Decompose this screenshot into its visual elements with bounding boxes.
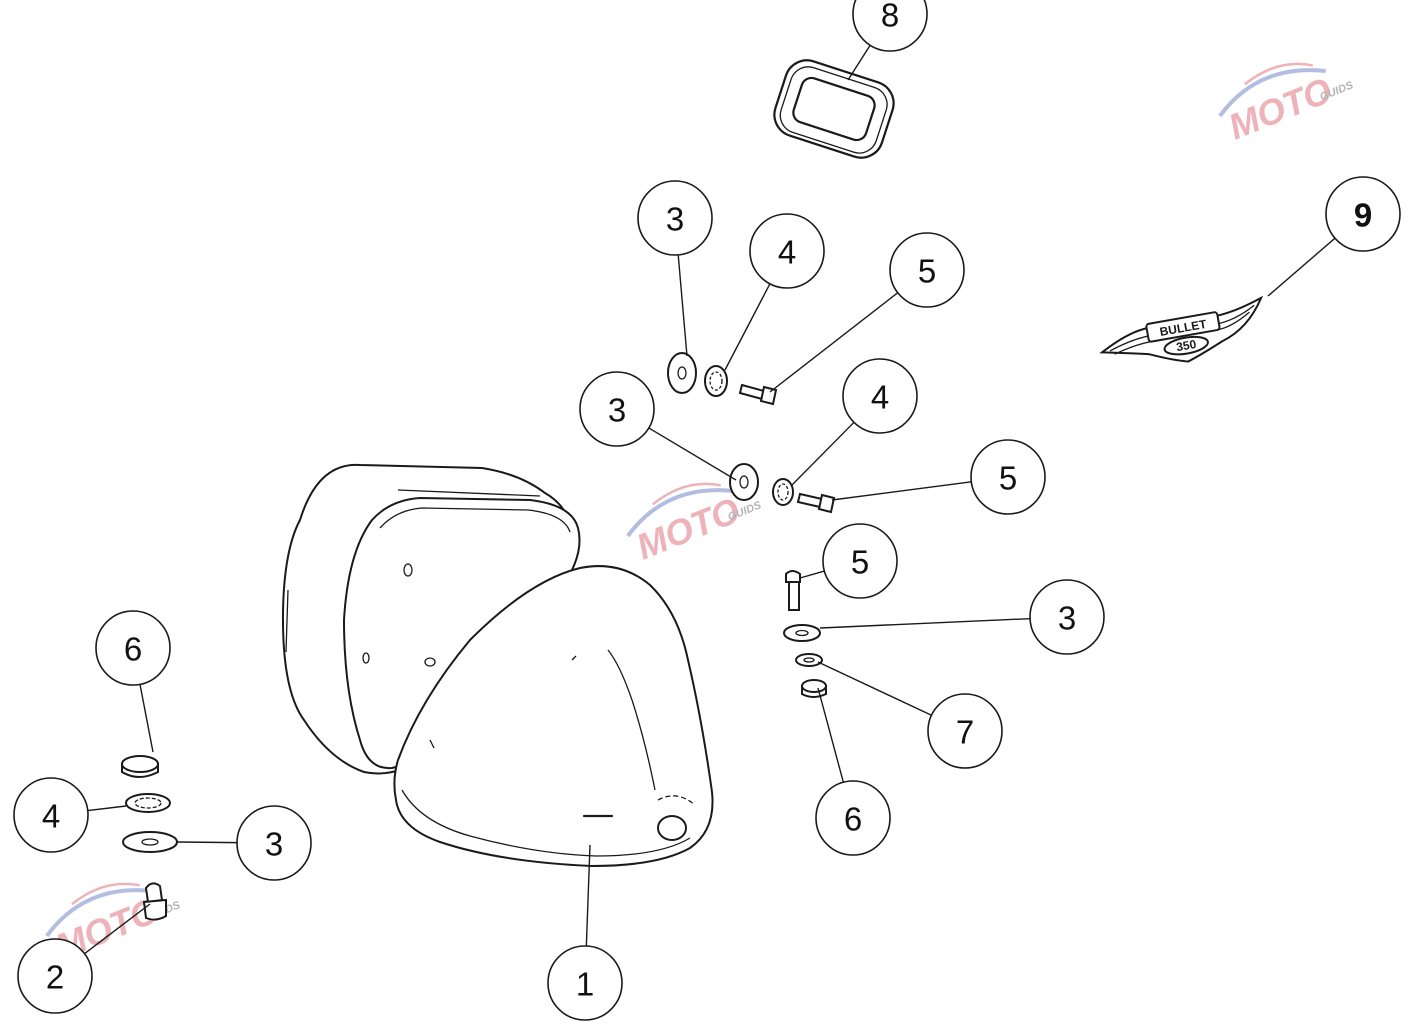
part-screw-left bbox=[142, 882, 167, 921]
callout-circle bbox=[852, 0, 928, 52]
part-washer-left bbox=[122, 831, 178, 853]
leader-line-2 bbox=[84, 903, 151, 955]
part-side-box bbox=[281, 463, 714, 868]
callout-number: 4 bbox=[778, 234, 796, 271]
leader-lines bbox=[84, 44, 1336, 955]
callout-number: 8 bbox=[881, 0, 899, 34]
part-nut-right bbox=[801, 679, 827, 698]
callout-6: 6 bbox=[815, 780, 891, 856]
leader-line-1 bbox=[585, 844, 591, 947]
callout-number: 5 bbox=[851, 544, 869, 581]
callout-5: 5 bbox=[889, 232, 965, 308]
callout-circle bbox=[970, 439, 1046, 515]
callout-circle bbox=[17, 938, 93, 1014]
callout-number: 6 bbox=[844, 801, 862, 838]
leader-line-6 bbox=[139, 684, 154, 753]
callout-4: 4 bbox=[842, 358, 918, 434]
callout-circle bbox=[749, 213, 825, 289]
leader-line-4 bbox=[724, 283, 771, 371]
callout-number: 4 bbox=[871, 379, 889, 416]
part-washer-right bbox=[783, 624, 821, 642]
callout-number: 5 bbox=[999, 460, 1017, 497]
leader-line-5 bbox=[769, 292, 899, 393]
callout-1: 1 bbox=[547, 945, 623, 1021]
watermark-top-right: MOTO GUIDS bbox=[1218, 62, 1356, 147]
callout-circle bbox=[1325, 176, 1401, 252]
callout-circle bbox=[95, 610, 171, 686]
leader-line-3 bbox=[648, 427, 737, 481]
leader-line-4 bbox=[87, 805, 127, 812]
leader-line-9 bbox=[1267, 237, 1336, 297]
callout-9: 9 bbox=[1325, 176, 1401, 252]
part-bolt-upper-1 bbox=[738, 383, 778, 406]
callout-4: 4 bbox=[13, 777, 89, 853]
part-bullet-badge: BULLET 350 bbox=[1099, 295, 1264, 363]
callout-labels: 8 3 4 5 9 3 4 5 5 3 7 6 6 4 3 2 1 bbox=[13, 0, 1401, 1021]
callout-3: 3 bbox=[1029, 579, 1105, 655]
leader-line-7 bbox=[817, 661, 932, 716]
leader-line-5 bbox=[831, 481, 972, 501]
part-bolt-right bbox=[785, 570, 801, 611]
callout-number: 9 bbox=[1354, 197, 1372, 234]
callout-circle bbox=[236, 805, 312, 881]
callout-3: 3 bbox=[637, 180, 713, 256]
callout-number: 1 bbox=[576, 966, 594, 1003]
leader-line-4 bbox=[791, 421, 855, 486]
callout-circle bbox=[637, 180, 713, 256]
leader-line-6 bbox=[817, 687, 845, 783]
watermark-brand: MOTO bbox=[1223, 69, 1338, 147]
leader-line-5 bbox=[799, 570, 825, 579]
leader-line-3 bbox=[176, 841, 238, 844]
callout-8: 8 bbox=[852, 0, 928, 52]
callout-number: 3 bbox=[265, 826, 283, 863]
callout-circle bbox=[822, 523, 898, 599]
callout-number: 4 bbox=[42, 798, 60, 835]
callout-circle bbox=[842, 358, 918, 434]
callout-circle bbox=[815, 780, 891, 856]
callout-7: 7 bbox=[927, 693, 1003, 769]
callout-circle bbox=[1029, 579, 1105, 655]
callout-number: 5 bbox=[918, 253, 936, 290]
callout-circle bbox=[889, 232, 965, 308]
callout-circle bbox=[927, 693, 1003, 769]
callout-3: 3 bbox=[579, 371, 655, 447]
callout-5: 5 bbox=[970, 439, 1046, 515]
part-washer-upper-2 bbox=[729, 463, 759, 501]
leader-line-3 bbox=[819, 617, 1031, 629]
callout-circle bbox=[579, 371, 655, 447]
callout-number: 3 bbox=[1058, 600, 1076, 637]
callout-circle bbox=[547, 945, 623, 1021]
watermark-brand: MOTO bbox=[631, 489, 746, 567]
callout-number: 7 bbox=[956, 714, 974, 751]
callout-circle bbox=[13, 777, 89, 853]
callout-4: 4 bbox=[749, 213, 825, 289]
part-springwasher-right bbox=[795, 653, 823, 667]
callout-number: 3 bbox=[666, 201, 684, 238]
callout-6: 6 bbox=[95, 610, 171, 686]
callout-3: 3 bbox=[236, 805, 312, 881]
callout-2: 2 bbox=[17, 938, 93, 1014]
part-lockwasher-left bbox=[125, 793, 171, 813]
callout-number: 2 bbox=[46, 959, 64, 996]
part-bolt-upper-2 bbox=[796, 492, 836, 514]
callout-number: 3 bbox=[608, 392, 626, 429]
callout-number: 6 bbox=[124, 631, 142, 668]
badge-line2: 350 bbox=[1175, 337, 1197, 354]
leader-line-8 bbox=[847, 44, 871, 81]
part-lockwasher-upper-1 bbox=[704, 365, 728, 397]
leader-line-3 bbox=[677, 254, 688, 357]
part-washer-upper-1 bbox=[667, 352, 697, 394]
callout-5: 5 bbox=[822, 523, 898, 599]
part-lockwasher-upper-2 bbox=[772, 478, 794, 506]
part-nut-left bbox=[121, 755, 159, 778]
part-grommet bbox=[773, 59, 895, 159]
